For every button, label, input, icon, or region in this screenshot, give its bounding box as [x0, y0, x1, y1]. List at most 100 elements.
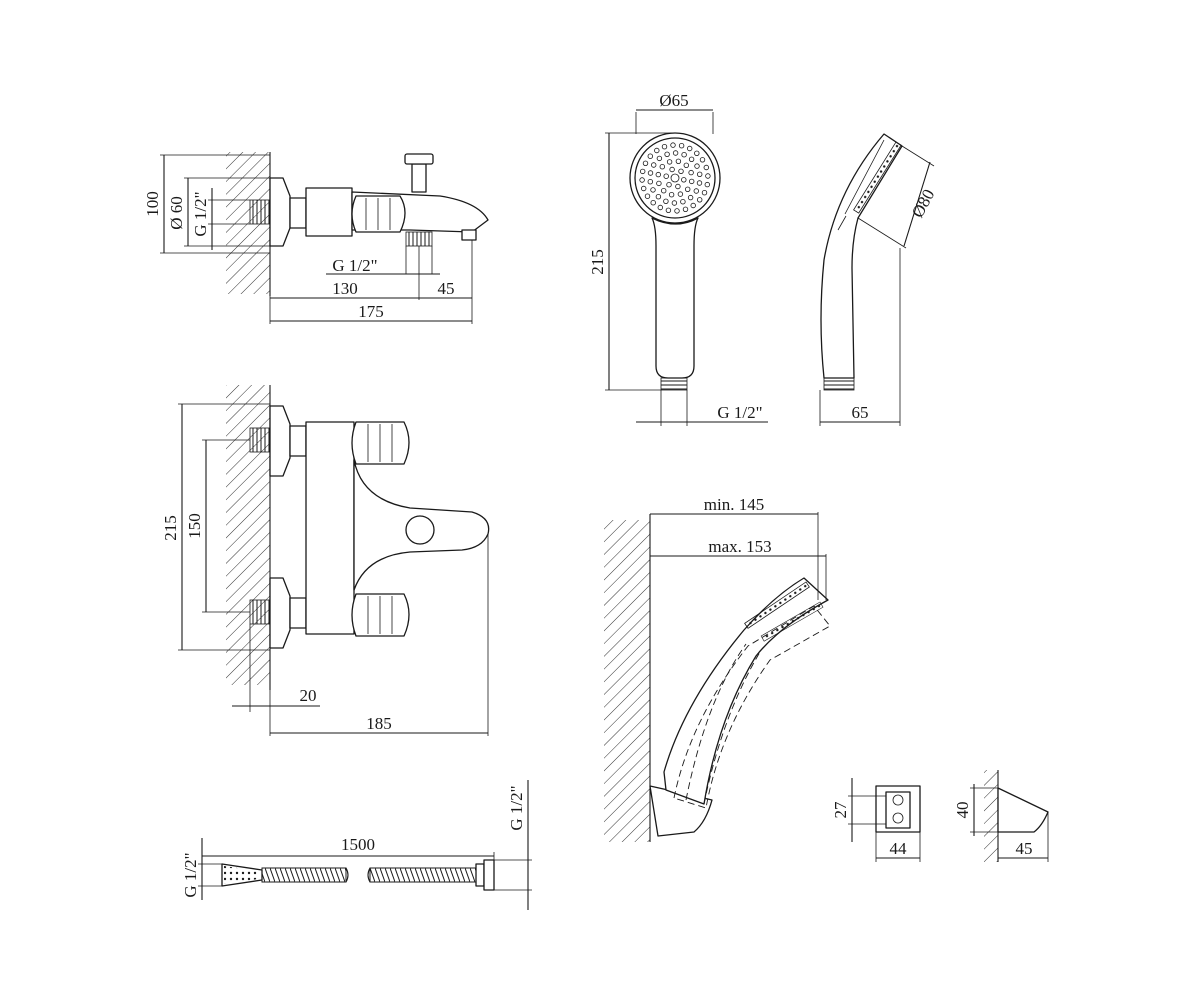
spray-hole — [671, 200, 678, 206]
spray-hole — [681, 177, 687, 183]
spray-hole — [668, 191, 675, 198]
dim-spout: 45 — [438, 279, 455, 298]
spray-hole — [656, 155, 663, 162]
spray-hole — [666, 181, 672, 188]
alternate-spray-face — [760, 601, 824, 642]
dim-thread-left: G 1/2" — [181, 852, 200, 897]
dim-wall: 20 — [300, 686, 317, 705]
spray-hole — [674, 208, 680, 214]
mixer-body — [305, 421, 355, 635]
spray-hole — [666, 159, 673, 165]
wall-mount-assembly: min. 145 max. 153 — [604, 495, 831, 842]
dim-depth: 185 — [366, 714, 392, 733]
lower-flange — [269, 577, 291, 649]
spray-hole — [683, 162, 689, 168]
wall-hatch — [604, 520, 650, 842]
hose-segment-left — [261, 867, 347, 883]
upper-flange — [269, 405, 291, 477]
bottom-thread — [405, 231, 433, 247]
spray-hole — [664, 151, 670, 157]
inlet-thread — [249, 199, 271, 225]
diverter-stem — [411, 163, 427, 193]
dim-side-depth: 45 — [1016, 839, 1033, 858]
bracket-hole-top — [892, 794, 904, 806]
wall-flange — [269, 177, 291, 247]
dim-bracket-height: 27 — [831, 801, 850, 819]
handle — [351, 195, 406, 233]
hand-shower-front: Ø65 215 G 1/2" — [588, 91, 768, 426]
dim-height: 100 — [143, 191, 162, 217]
dim-length: 215 — [588, 249, 607, 275]
spray-hole — [675, 183, 681, 190]
lower-inlet-thread — [249, 599, 271, 625]
wall-hatch — [984, 770, 998, 862]
dim-side-height: 40 — [953, 802, 972, 819]
spray-hole — [651, 162, 657, 168]
spray-holes — [639, 142, 711, 214]
spray-hole — [705, 173, 711, 179]
spray-hole — [661, 143, 668, 150]
hand-shower-side: Ø80 65 — [819, 133, 939, 426]
body — [305, 187, 353, 237]
spray-hole — [680, 198, 686, 205]
spray-hole — [655, 171, 661, 178]
spray-hole — [675, 158, 682, 164]
mounted-spray-face — [744, 581, 810, 629]
dim-head-diameter: Ø65 — [659, 91, 688, 110]
spray-hole — [654, 147, 660, 154]
bracket-side-body — [997, 787, 1049, 833]
dim-total: 175 — [358, 302, 384, 321]
spray-hole — [690, 202, 696, 209]
side-spray-face — [853, 141, 902, 214]
spray-hole — [678, 142, 685, 149]
spray-hole — [694, 163, 700, 169]
spray-hole — [650, 199, 656, 206]
dim-thread: G 1/2" — [717, 403, 762, 422]
upper-inlet-thread — [249, 427, 271, 453]
spray-hole — [687, 194, 694, 201]
outlet — [461, 229, 477, 241]
shower-side-body — [820, 133, 903, 379]
spray-hole — [704, 181, 710, 188]
spray-hole — [678, 168, 684, 174]
spray-hole — [688, 156, 695, 162]
diverter-knob — [404, 153, 434, 165]
lower-nut — [289, 597, 307, 629]
spray-hole — [689, 178, 695, 185]
spray-hole — [665, 207, 672, 213]
spray-hole — [655, 193, 662, 200]
spray-hole — [685, 186, 691, 192]
dim-width: 65 — [852, 403, 869, 422]
spray-hole — [639, 177, 645, 183]
mounted-shower — [663, 577, 829, 805]
hot-handle — [351, 421, 410, 465]
dim-max: max. 153 — [708, 537, 771, 556]
spray-hole — [647, 178, 653, 185]
cone-texture — [224, 866, 258, 884]
side-thread — [823, 377, 855, 391]
dim-spout-thread: G 1/2" — [332, 256, 377, 275]
dim-spacing: 150 — [185, 513, 204, 539]
dim-min: min. 145 — [704, 495, 764, 514]
spray-hole — [661, 187, 667, 194]
spray-hole — [650, 187, 656, 193]
spray-hole — [687, 145, 693, 152]
bracket-hole-bottom — [892, 812, 904, 824]
faucet-front-view: 215 150 20 185 — [161, 385, 490, 736]
spray-hole — [703, 164, 709, 171]
spray-hole — [694, 150, 700, 156]
hose-nut — [483, 859, 495, 891]
handle-thread — [660, 377, 688, 391]
spray-hole — [656, 180, 662, 187]
spray-hole — [642, 160, 649, 166]
spray-hole — [640, 168, 646, 175]
cold-handle — [351, 593, 410, 637]
diverter-knob — [405, 515, 435, 545]
dim-face-diameter: Ø80 — [908, 186, 939, 221]
spray-hole — [696, 180, 703, 186]
upper-nut — [289, 425, 307, 457]
spray-hole — [670, 142, 676, 148]
spray-hole — [663, 173, 669, 179]
bracket-front: 27 44 — [831, 778, 921, 862]
